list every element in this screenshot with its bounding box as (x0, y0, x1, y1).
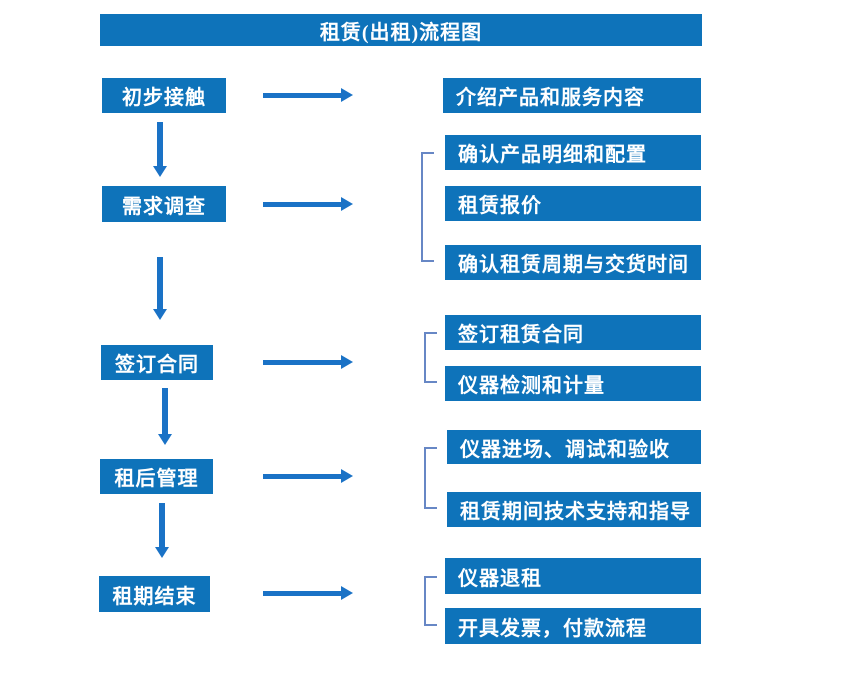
arrow-head (155, 547, 169, 558)
stage-box-sign-contract: 签订合同 (101, 345, 213, 380)
detail-box: 仪器退租 (445, 558, 701, 594)
arrow-head (341, 586, 353, 600)
arrow-head (341, 88, 353, 102)
detail-box: 仪器检测和计量 (445, 366, 701, 401)
arrow-right-icon (263, 355, 353, 369)
bracket-icon (424, 447, 437, 509)
stage-box-post-rental-management: 租后管理 (100, 459, 213, 494)
diagram-title: 租赁(出租)流程图 (100, 14, 702, 46)
arrow-down-icon (158, 388, 172, 445)
detail-box: 签订租赁合同 (445, 315, 701, 350)
detail-box: 租赁期间技术支持和指导 (447, 492, 701, 527)
arrow-right-icon (263, 197, 353, 211)
arrow-shaft (263, 93, 341, 98)
arrow-shaft (263, 360, 341, 365)
stage-box-rental-end: 租期结束 (99, 576, 210, 612)
arrow-right-icon (263, 469, 353, 483)
bracket-icon (421, 152, 434, 262)
stage-box-initial-contact: 初步接触 (102, 78, 226, 113)
arrow-head (341, 355, 353, 369)
arrow-shaft (162, 388, 168, 435)
arrow-right-icon (263, 586, 353, 600)
arrow-head (341, 469, 353, 483)
bracket-icon (424, 576, 437, 626)
arrow-head (158, 434, 172, 445)
arrow-down-icon (153, 257, 167, 320)
arrow-head (153, 166, 167, 177)
arrow-shaft (157, 257, 163, 310)
arrow-down-icon (153, 122, 167, 177)
detail-box: 确认租赁周期与交货时间 (445, 245, 701, 280)
arrow-head (153, 309, 167, 320)
arrow-shaft (157, 122, 163, 167)
arrow-down-icon (155, 503, 169, 558)
arrow-right-icon (263, 88, 353, 102)
detail-box: 租赁报价 (445, 186, 701, 221)
bracket-icon (424, 332, 437, 383)
detail-box: 开具发票，付款流程 (445, 608, 701, 644)
arrow-shaft (263, 474, 341, 479)
detail-box: 介绍产品和服务内容 (443, 78, 701, 113)
stage-box-demand-survey: 需求调查 (102, 186, 226, 222)
arrow-shaft (263, 202, 341, 207)
detail-box: 确认产品明细和配置 (445, 135, 701, 170)
detail-box: 仪器进场、调试和验收 (447, 430, 701, 464)
arrow-shaft (159, 503, 165, 548)
arrow-shaft (263, 591, 341, 596)
arrow-head (341, 197, 353, 211)
